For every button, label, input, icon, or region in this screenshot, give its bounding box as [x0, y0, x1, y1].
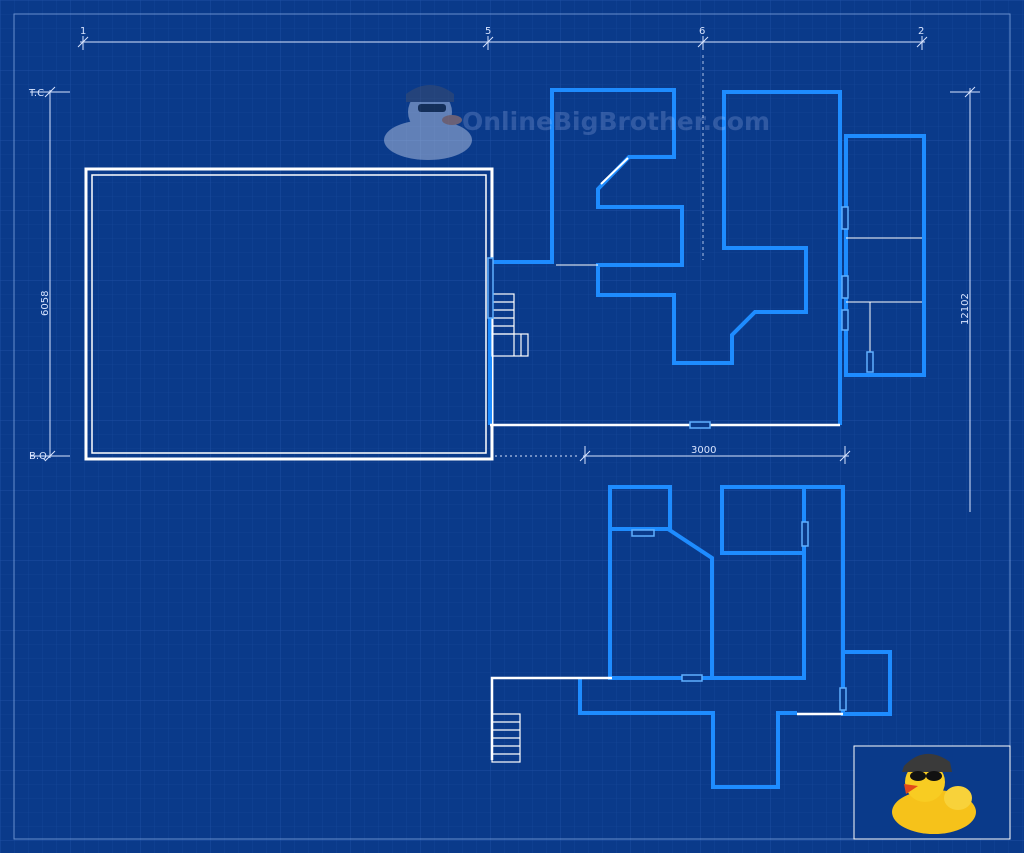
grid-label-1: 1	[80, 26, 86, 37]
level-label-bottom: B.Q	[29, 451, 47, 462]
watermark-duck-icon	[384, 85, 472, 160]
dimension-bottom-width: 3000	[691, 445, 716, 456]
dimension-right-height: 12102	[960, 293, 971, 325]
lower-floor-walls	[578, 485, 892, 789]
upper-openings	[487, 206, 874, 429]
stairs-lower	[491, 713, 521, 763]
right-dimension-line	[950, 86, 980, 512]
upper-floor-walls	[488, 88, 926, 427]
bottom-dimension-line	[495, 446, 851, 464]
grid-label-5: 5	[485, 26, 491, 37]
logo-box	[853, 745, 1011, 840]
rubber-duck-sunglasses-icon	[892, 753, 976, 834]
top-dimension-line	[77, 36, 928, 50]
grid-label-2: 2	[918, 26, 924, 37]
watermark-text: OnlineBigBrother.com	[462, 107, 770, 136]
watermark: OnlineBigBrother.com	[384, 85, 770, 160]
left-dimension-line	[30, 86, 70, 462]
dimension-left-height: 6058	[40, 291, 51, 316]
level-label-top: T.C	[28, 88, 44, 99]
lower-openings	[631, 521, 847, 711]
sheet-border	[13, 13, 1011, 840]
grid-label-6: 6	[699, 26, 705, 37]
stairs-upper	[491, 293, 529, 357]
